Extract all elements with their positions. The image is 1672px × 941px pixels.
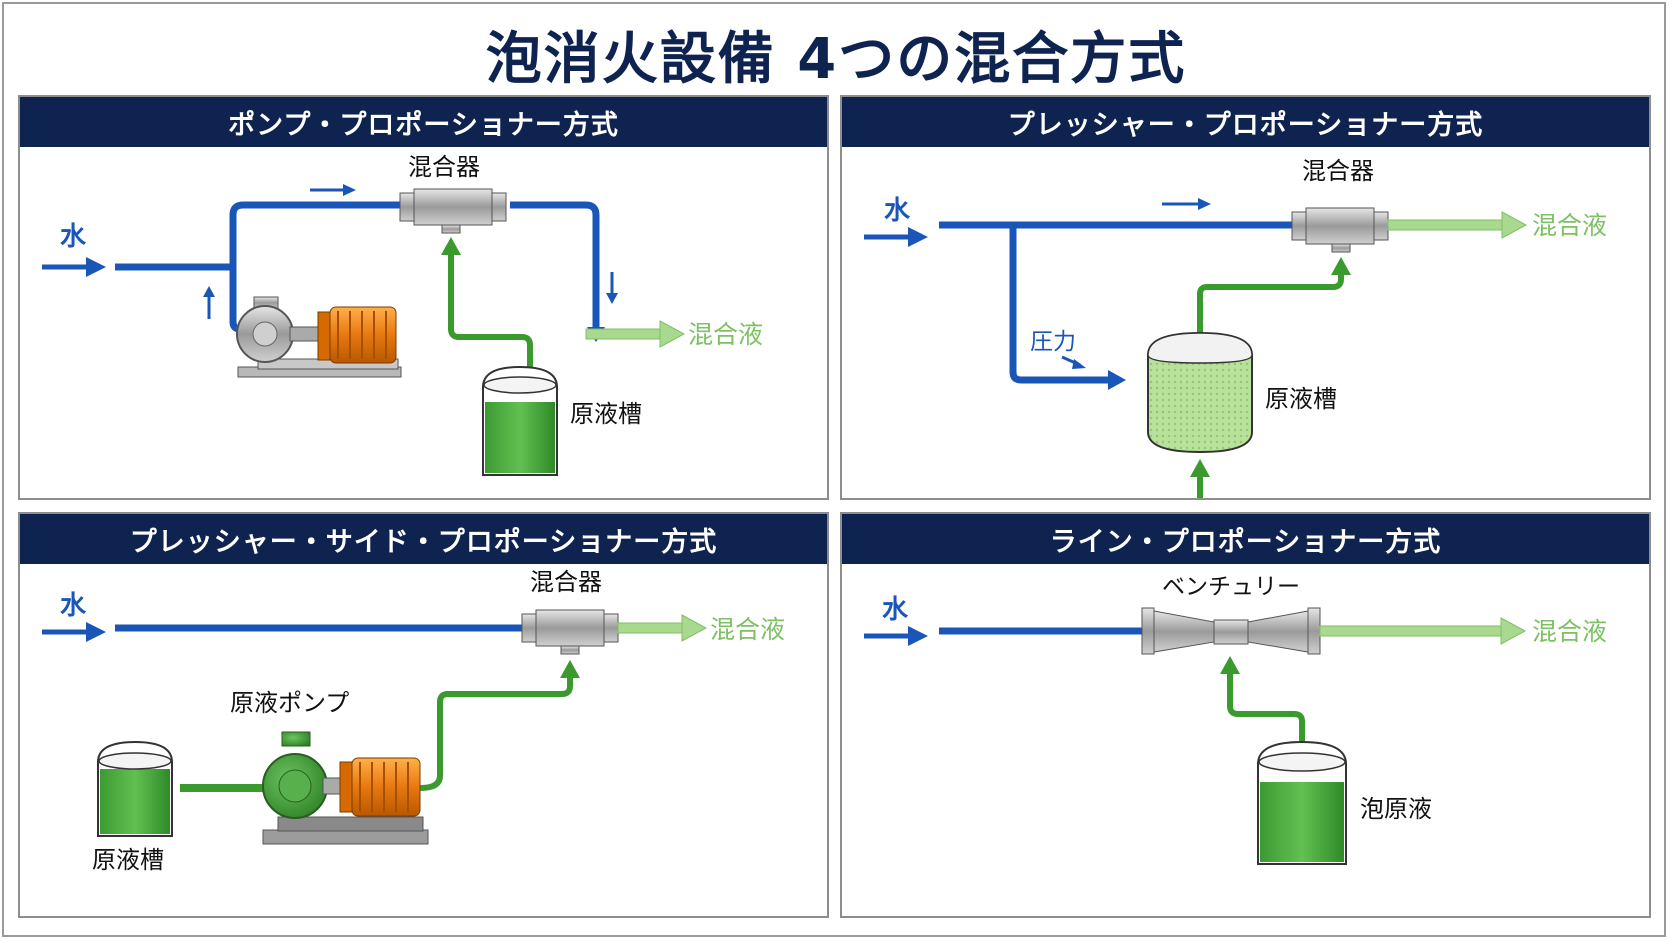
mixed-label: 混合液 bbox=[710, 615, 785, 644]
water-pipe-out bbox=[510, 201, 600, 332]
mixer bbox=[1291, 207, 1389, 253]
concentrate-arrow bbox=[1331, 257, 1351, 275]
mixer-label: 混合器 bbox=[1302, 157, 1374, 185]
mixed-outlet-arrow bbox=[1319, 617, 1527, 645]
water-label: 水 bbox=[60, 591, 87, 621]
concentrate-pipe bbox=[419, 676, 573, 791]
water-label: 水 bbox=[60, 222, 87, 252]
pressure-proportioner-diagram: 水 圧力 混合器 混合液 bbox=[864, 157, 1607, 498]
concentrate-pipe bbox=[1227, 672, 1305, 746]
pressure-tank bbox=[1147, 331, 1253, 454]
venturi-label: ベンチュリー bbox=[1162, 574, 1300, 600]
tank-label: 泡原液 bbox=[1360, 795, 1432, 823]
mixer-label: 混合器 bbox=[408, 153, 480, 181]
mixed-outlet-arrow bbox=[1387, 211, 1528, 239]
tank-label: 原液槽 bbox=[92, 846, 164, 874]
pump-label: 原液ポンプ bbox=[230, 689, 349, 717]
water-inlet-arrow bbox=[864, 626, 928, 646]
mixed-label: 混合液 bbox=[688, 320, 763, 349]
panel-header: ライン・プロポーショナー方式 bbox=[842, 514, 1649, 564]
flow-arrow-up bbox=[203, 286, 215, 319]
pressure-branch-pipe bbox=[1009, 225, 1112, 384]
water-pipe bbox=[115, 201, 415, 271]
concentrate-arrow bbox=[1220, 656, 1240, 674]
pressure-side-proportioner-diagram: 水 混合器 混合液 原液槽 原液ポンプ bbox=[42, 568, 785, 874]
panel-line-proportioner: ライン・プロポーショナー方式 水 ベンチュリー 混合液 bbox=[840, 512, 1651, 918]
flow-arrow-down bbox=[606, 272, 618, 304]
concentrate-arrow bbox=[560, 660, 580, 678]
pump-motor bbox=[236, 296, 402, 378]
concentrate-pump-motor bbox=[262, 731, 429, 845]
mixed-outlet-arrow bbox=[617, 614, 708, 642]
water-inlet-arrow bbox=[42, 257, 106, 277]
pressure-arrow bbox=[1061, 355, 1086, 369]
concentrate-pipe bbox=[448, 252, 533, 372]
panel-header: プレッシャー・サイド・プロポーショナー方式 bbox=[20, 514, 827, 564]
foam-concentrate-tank bbox=[1257, 740, 1347, 865]
pressure-label: 圧力 bbox=[1030, 329, 1076, 355]
mixer bbox=[521, 609, 619, 655]
mixed-outlet-arrow bbox=[585, 320, 686, 348]
concentrate-pipe bbox=[1197, 272, 1344, 335]
concentrate-tank bbox=[97, 740, 173, 837]
water-inlet-arrow bbox=[42, 622, 106, 642]
line-proportioner-diagram: 水 ベンチュリー 混合液 泡原液 bbox=[864, 574, 1607, 865]
flow-arrow-right bbox=[310, 184, 356, 196]
water-label: 水 bbox=[884, 196, 911, 226]
page-title: 泡消火設備 4つの混合方式 bbox=[485, 27, 1187, 92]
pump-proportioner-diagram: 水 混合器 bbox=[42, 153, 763, 476]
panel-pressure-side-proportioner: プレッシャー・サイド・プロポーショナー方式 水 混合器 bbox=[18, 512, 829, 918]
panel-header: ポンプ・プロポーショナー方式 bbox=[20, 97, 827, 147]
mixer bbox=[399, 188, 507, 234]
tank-label: 原液槽 bbox=[570, 400, 642, 428]
water-label: 水 bbox=[882, 595, 909, 625]
panel-pressure-proportioner: プレッシャー・プロポーショナー方式 水 圧力 混合器 bbox=[840, 95, 1651, 500]
concentrate-tank bbox=[482, 365, 558, 476]
mixer-label: 混合器 bbox=[530, 568, 602, 596]
flow-arrow-right bbox=[1162, 198, 1211, 210]
mixed-label: 混合液 bbox=[1532, 617, 1607, 646]
tank-label: 原液槽 bbox=[1265, 385, 1337, 413]
mixed-label: 混合液 bbox=[1532, 211, 1607, 240]
venturi bbox=[1141, 607, 1321, 655]
panel-header: プレッシャー・プロポーショナー方式 bbox=[842, 97, 1649, 147]
panel-pump-proportioner: ポンプ・プロポーショナー方式 水 bbox=[18, 95, 829, 500]
water-inlet-arrow bbox=[864, 227, 928, 247]
concentrate-arrow bbox=[441, 237, 461, 255]
